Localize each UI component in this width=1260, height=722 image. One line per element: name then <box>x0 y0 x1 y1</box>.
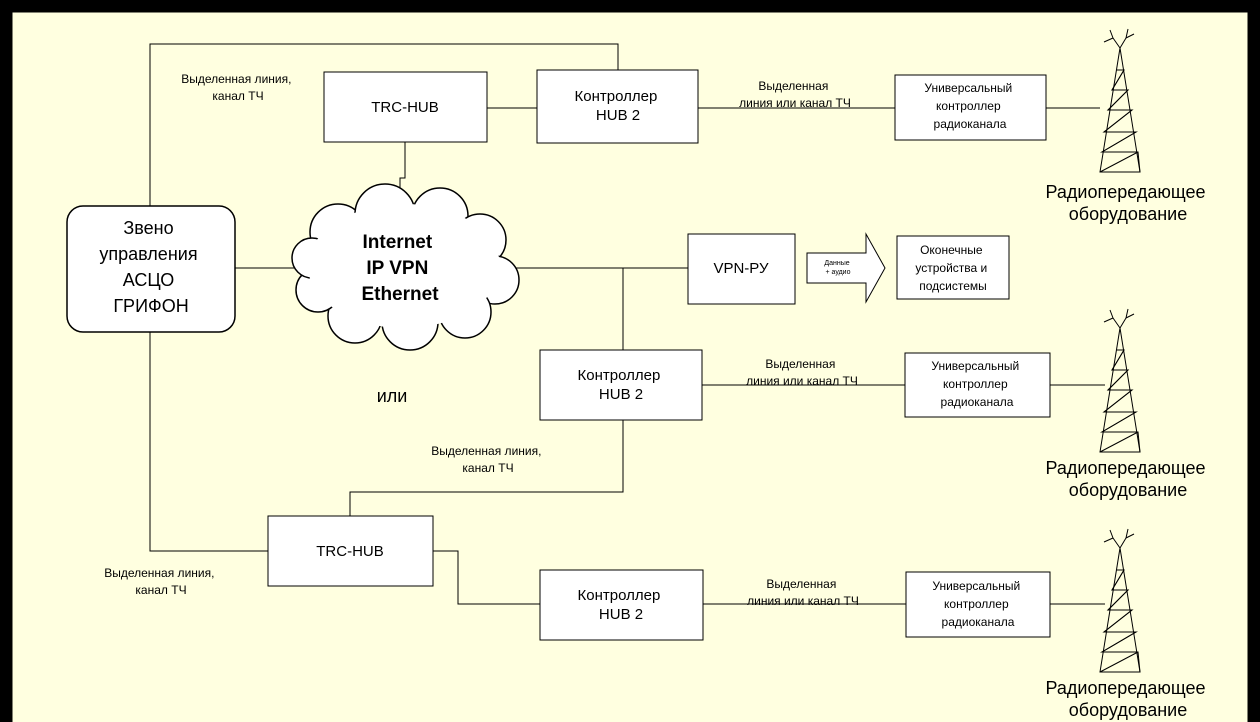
urc-top-box <box>894 74 1047 141</box>
urc-top-line-1: Универсальный <box>924 81 1012 95</box>
zveno-box <box>66 205 236 333</box>
trc-hub-bottom-label: TRC-HUB <box>316 543 384 560</box>
radio-bottom-label: Радиопередающее оборудование <box>1045 678 1210 720</box>
mid-line-1: Выделенная линия, <box>431 444 541 458</box>
terminal-line-3: подсистемы <box>919 279 987 293</box>
mid-line-2: канал ТЧ <box>462 461 513 475</box>
urc-bottom-line-3: радиоканала <box>942 615 1015 629</box>
hub2-bottom-line-1: Контроллер <box>578 587 661 604</box>
radio-tower-mid-icon <box>1099 308 1141 453</box>
urc-top-label: Универсальный контроллер радиоканала <box>924 81 1015 131</box>
trc-hub-bottom-box <box>267 515 434 587</box>
terminal-label: Оконечные устройства и подсистемы <box>915 243 990 293</box>
hub2-bottom-label: Контроллер HUB 2 <box>578 587 665 623</box>
radio-mid-line-1: Радиопередающее <box>1045 458 1205 478</box>
top-left-line-1: Выделенная линия, <box>181 72 291 86</box>
trc-hub-top-label: TRC-HUB <box>371 99 439 116</box>
hub2-bottom-box <box>539 569 704 641</box>
top-hub-urc-line-2: линия или канал ТЧ <box>739 96 851 110</box>
cloud-fill <box>308 204 500 328</box>
bottom-hub-urc-line-2: линия или канал ТЧ <box>747 594 859 608</box>
cloud-line-1: Internet <box>363 232 433 253</box>
mid-hub-urc-line-2: линия или канал ТЧ <box>746 374 858 388</box>
radio-top-line-1: Радиопередающее <box>1045 182 1205 202</box>
vpn-label: VPN-РУ <box>713 260 769 277</box>
cloud-line-3: Ethernet <box>361 284 439 305</box>
urc-bottom-line-2: контроллер <box>944 597 1009 611</box>
radio-bottom-line-1: Радиопередающее <box>1045 678 1205 698</box>
urc-mid-line-1: Универсальный <box>931 359 1019 373</box>
hub2-mid-box <box>539 349 703 421</box>
urc-top-line-2: контроллер <box>936 99 1001 113</box>
arrow-line-1: Данные <box>824 260 849 267</box>
cloud-label: Internet IP VPN Ethernet <box>361 232 439 305</box>
zveno-line-1: Звено <box>123 218 173 238</box>
top-hub-urc-line-1: Выделенная <box>758 79 828 93</box>
mid-hub-urc-line-1: Выделенная <box>765 357 835 371</box>
line-trc-bottom-hub2-bottom <box>433 550 540 605</box>
terminal-box <box>896 235 1010 300</box>
data-audio-arrow <box>806 232 886 304</box>
vpn-box <box>687 233 796 305</box>
hub2-mid-label: Контроллер HUB 2 <box>578 367 665 403</box>
line-zveno-hub2-top <box>149 43 619 212</box>
mid-hub-urc-label: Выделенная линия или канал ТЧ <box>746 357 858 388</box>
bottom-left-line-2: канал ТЧ <box>135 583 186 597</box>
terminal-line-2: устройства и <box>915 261 987 275</box>
line-zveno-trc-bottom <box>149 332 268 552</box>
zveno-line-3: АСЦО <box>123 270 175 290</box>
radio-bottom-line-2: оборудование <box>1069 700 1187 720</box>
urc-bottom-line-1: Универсальный <box>932 579 1020 593</box>
hub2-top-box <box>536 69 699 144</box>
radio-tower-top-icon <box>1099 28 1141 173</box>
urc-top-line-3: радиоканала <box>934 117 1007 131</box>
cloud-line-2: IP VPN <box>366 258 428 279</box>
bottom-left-line-1: Выделенная линия, <box>104 566 214 580</box>
hub2-mid-line-2: HUB 2 <box>599 386 643 403</box>
or-label: или <box>377 386 408 406</box>
terminal-line-1: Оконечные <box>920 243 983 257</box>
bottom-hub-urc-line-1: Выделенная <box>766 577 836 591</box>
hub2-bottom-line-2: HUB 2 <box>599 606 643 623</box>
diagram-frame <box>11 11 1249 722</box>
zveno-line-2: управления <box>99 244 197 264</box>
bottom-hub-urc-label: Выделенная линия или канал ТЧ <box>747 577 859 608</box>
radio-top-label: Радиопередающее оборудование <box>1045 182 1210 224</box>
radio-top-line-2: оборудование <box>1069 204 1187 224</box>
arrow-line-2: + аудио <box>825 269 850 276</box>
hub2-top-line-1: Контроллер <box>575 88 658 105</box>
zveno-label: Звено управления АСЦО ГРИФОН <box>99 218 202 316</box>
urc-mid-box <box>904 352 1051 418</box>
mid-line-label: Выделенная линия, канал ТЧ <box>431 444 545 475</box>
top-left-line-label: Выделенная линия, канал ТЧ <box>181 72 295 103</box>
trc-hub-top-box <box>323 71 488 143</box>
zveno-line-4: ГРИФОН <box>113 296 188 316</box>
connection-lines <box>149 43 1105 605</box>
line-hub2-mid-trc-bottom <box>349 420 624 516</box>
hub2-mid-line-1: Контроллер <box>578 367 661 384</box>
urc-mid-line-3: радиоканала <box>941 395 1014 409</box>
hub2-top-line-2: HUB 2 <box>596 107 640 124</box>
radio-tower-bottom-icon <box>1099 528 1141 673</box>
urc-mid-line-2: контроллер <box>943 377 1008 391</box>
radio-mid-label: Радиопередающее оборудование <box>1045 458 1210 500</box>
arrow-label: Данные + аудио <box>824 260 851 276</box>
bottom-left-line-label: Выделенная линия, канал ТЧ <box>104 566 218 597</box>
hub2-top-label: Контроллер HUB 2 <box>575 88 662 124</box>
urc-bottom-label: Универсальный контроллер радиоканала <box>932 579 1023 629</box>
radio-mid-line-2: оборудование <box>1069 480 1187 500</box>
urc-bottom-box <box>905 571 1051 638</box>
urc-mid-label: Универсальный контроллер радиоканала <box>931 359 1022 409</box>
top-left-line-2: канал ТЧ <box>212 89 263 103</box>
top-hub-urc-label: Выделенная линия или канал ТЧ <box>739 79 851 110</box>
